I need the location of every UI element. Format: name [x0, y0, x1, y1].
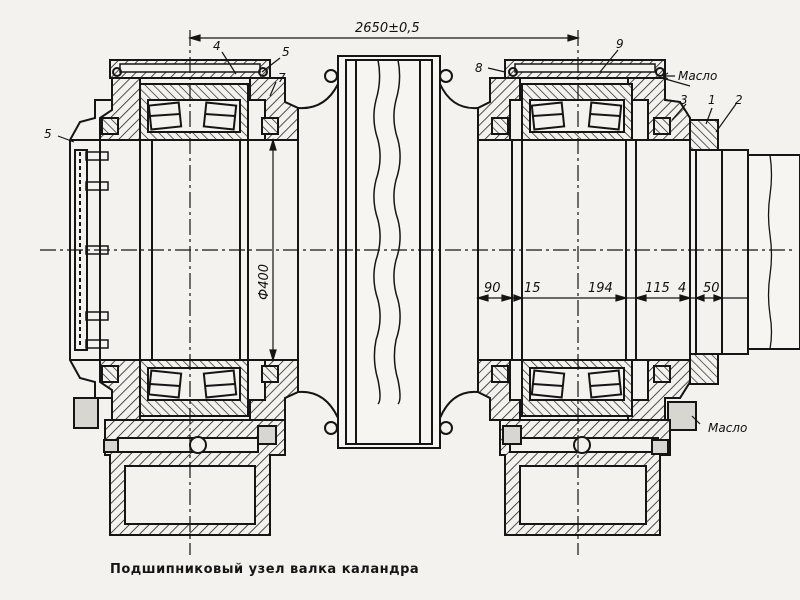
- dimension-lines: [187, 34, 748, 363]
- oil-label-top: Масло: [678, 69, 717, 83]
- left-bearing-assembly: [69, 59, 299, 429]
- part-label-2: 2: [735, 93, 743, 107]
- oil-arrow-top: [662, 72, 675, 80]
- calender-roll-body: [297, 55, 479, 449]
- dim-diameter: Ф400: [257, 264, 272, 300]
- left-support-pedestal: [103, 419, 286, 536]
- part-label-7: 7: [278, 71, 286, 85]
- figure-caption: Подшипниковый узел валка каландра: [110, 562, 420, 577]
- part-label-4: 4: [213, 39, 221, 53]
- part-label-9: 9: [616, 37, 624, 51]
- part-label-8: 8: [475, 61, 483, 75]
- dim-90: 90: [484, 281, 501, 296]
- right-bearing-assembly: [477, 59, 800, 431]
- part-label-5-top: 5: [282, 45, 290, 59]
- dim-50: 50: [703, 281, 720, 296]
- part-label-1: 1: [708, 93, 716, 107]
- dim-115: 115: [645, 281, 670, 296]
- center-lines: [40, 30, 795, 555]
- dim-15: 15: [524, 281, 541, 296]
- dim-4: 4: [678, 281, 686, 296]
- leader-lines: [57, 49, 737, 425]
- part-label-3: 3: [680, 93, 688, 107]
- left-cover-bolts: [85, 151, 109, 349]
- dim-194: 194: [588, 281, 613, 296]
- right-support-pedestal: [499, 419, 671, 536]
- part-label-5-left: 5: [44, 127, 52, 141]
- dim-overall: 2650±0,5: [355, 21, 420, 36]
- oil-label-bottom: Масло: [708, 421, 747, 435]
